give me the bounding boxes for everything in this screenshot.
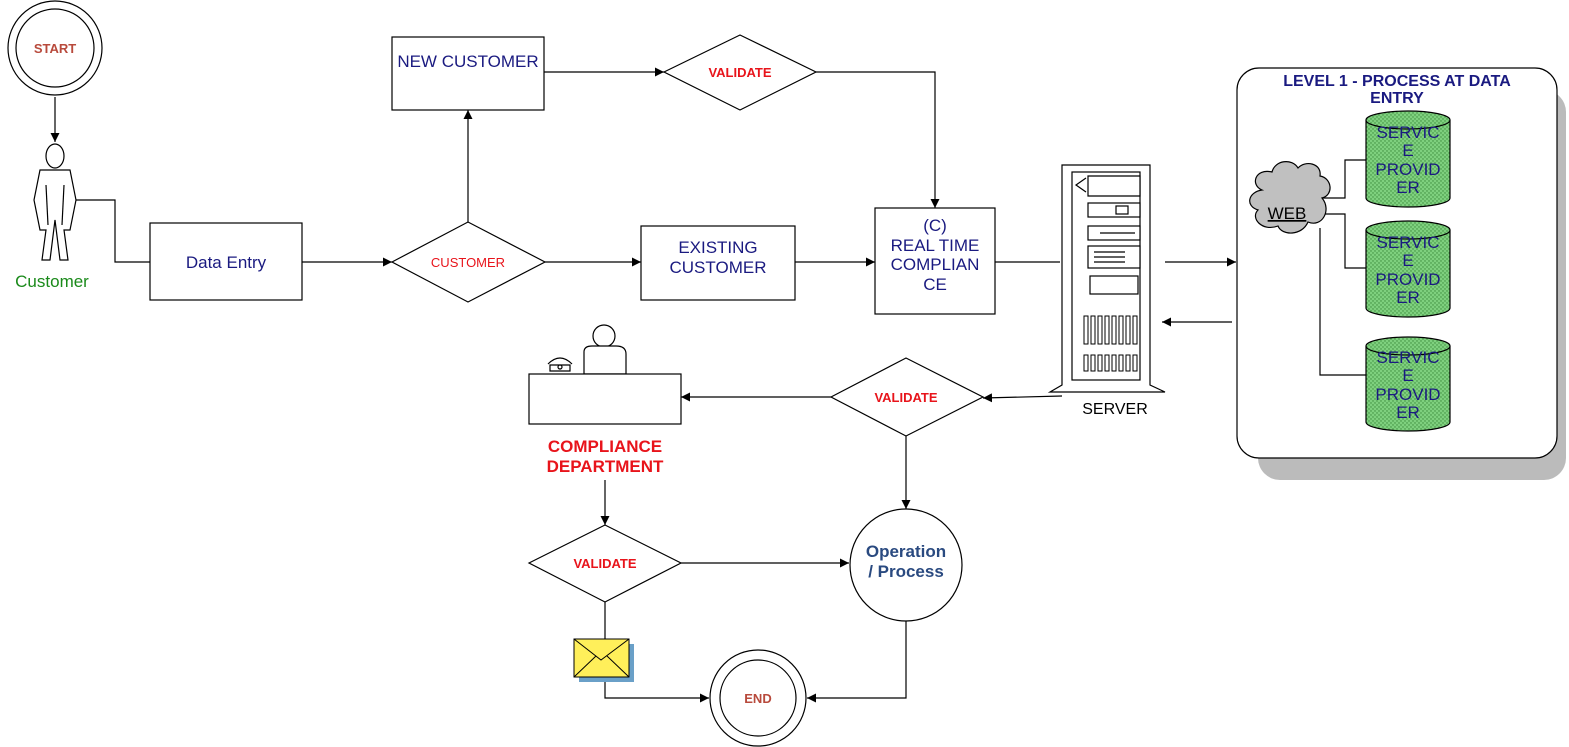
validate-top-decision [662,34,818,111]
service-provider-2-label: SERVIC E PROVID ER [1375,233,1441,308]
operation-process-label: Operation / Process [865,542,947,581]
web-label: WEB [1268,204,1307,223]
level1-panel-title: LEVEL 1 - PROCESS AT DATA ENTRY [1283,73,1511,107]
new-customer-box [391,36,545,111]
connectors [50,67,1236,703]
edge-actor-dataentry [75,199,150,263]
validate-mid-decision [829,357,985,437]
envelope-icon [573,638,634,682]
validate-mid-label: VALIDATE [874,390,937,405]
new-customer-label: NEW CUSTOMER [397,52,539,71]
service-provider-3-label: SERVIC E PROVID ER [1375,348,1441,423]
edge-validate-end [604,602,709,703]
operation-process-node [849,508,963,622]
data-entry-box [149,222,303,301]
validate-top-label: VALIDATE [708,65,771,80]
start-label: START [34,41,76,56]
customer-decision [390,221,547,303]
service-provider-3 [1365,336,1451,432]
edge-validate-compliance [816,71,940,208]
service-provider-2 [1365,220,1451,318]
validate-bottom-label: VALIDATE [573,556,636,571]
web-cloud-icon [1249,161,1331,234]
service-provider-1 [1365,110,1451,208]
existing-customer-box [640,225,796,301]
existing-customer-label: EXISTING CUSTOMER [669,238,767,277]
real-time-compliance-box [874,207,996,315]
edge-operation-end [807,620,907,703]
customer-actor-label: Customer [15,272,89,291]
customer-actor-icon [33,143,77,261]
compliance-department-icon [528,324,682,425]
server-label: SERVER [1082,401,1148,418]
telephone-icon [547,357,573,372]
edge-server-validate [982,393,1063,403]
end-node: END [709,649,807,747]
validate-bottom-decision [527,524,683,603]
end-label: END [744,691,771,706]
start-node: START [7,0,103,96]
real-time-compliance-label: (C) REAL TIME COMPLIAN CE [890,216,980,294]
web-links [1319,159,1366,376]
compliance-department-label: COMPLIANCE DEPARTMENT [546,437,664,476]
data-entry-label: Data Entry [186,253,267,272]
customer-decision-label: CUSTOMER [431,255,505,270]
service-provider-1-label: SERVIC E PROVID ER [1375,123,1441,198]
server-icon [1047,164,1166,393]
